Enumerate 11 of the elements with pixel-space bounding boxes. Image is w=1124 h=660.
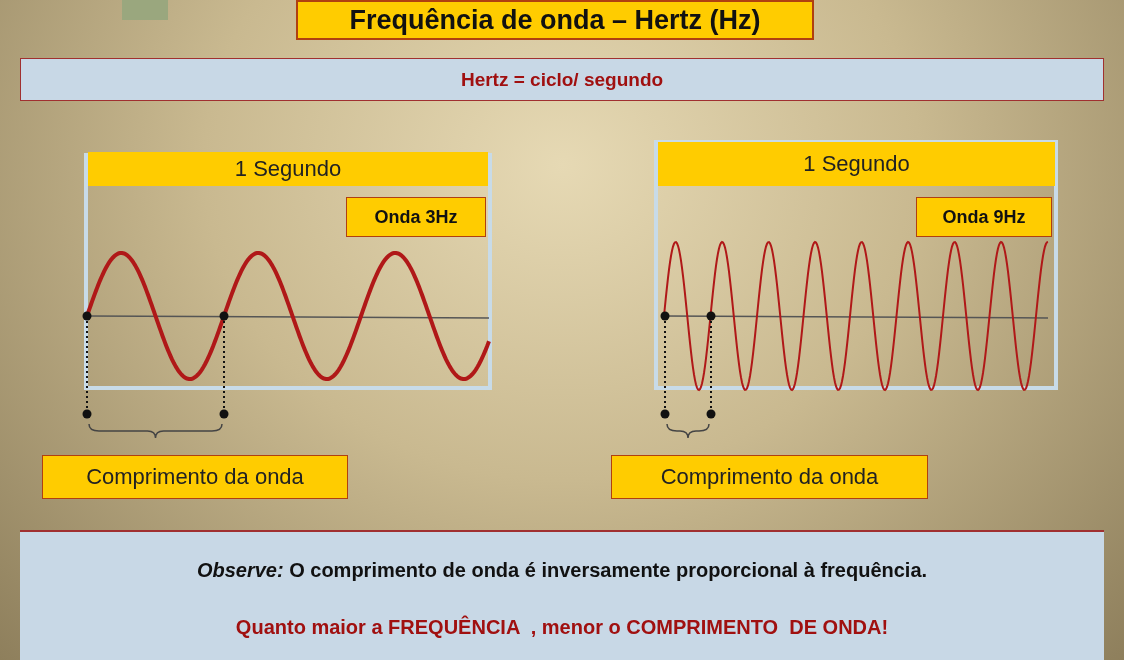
- subtitle-band: Hertz = ciclo/ segundo: [20, 58, 1104, 101]
- wavelength-label: Comprimento da onda: [611, 455, 928, 499]
- conclusion-text: Quanto maior a FREQUÊNCIA , menor o COMPRIMENTO DE ONDA!: [235, 616, 889, 639]
- note-panel: [20, 530, 1104, 660]
- wavelength-label: Comprimento da onda: [42, 455, 348, 499]
- note-text: Observe: O comprimento de onda é inversamente proporcional à frequência.: [196, 559, 928, 582]
- frequency-label: Onda 3Hz: [346, 197, 486, 237]
- frequency-label: Onda 9Hz: [916, 197, 1052, 237]
- time-header: 1 Segundo: [658, 142, 1055, 186]
- time-header: 1 Segundo: [88, 152, 488, 186]
- slide-title: Frequência de onda – Hertz (Hz): [296, 0, 814, 40]
